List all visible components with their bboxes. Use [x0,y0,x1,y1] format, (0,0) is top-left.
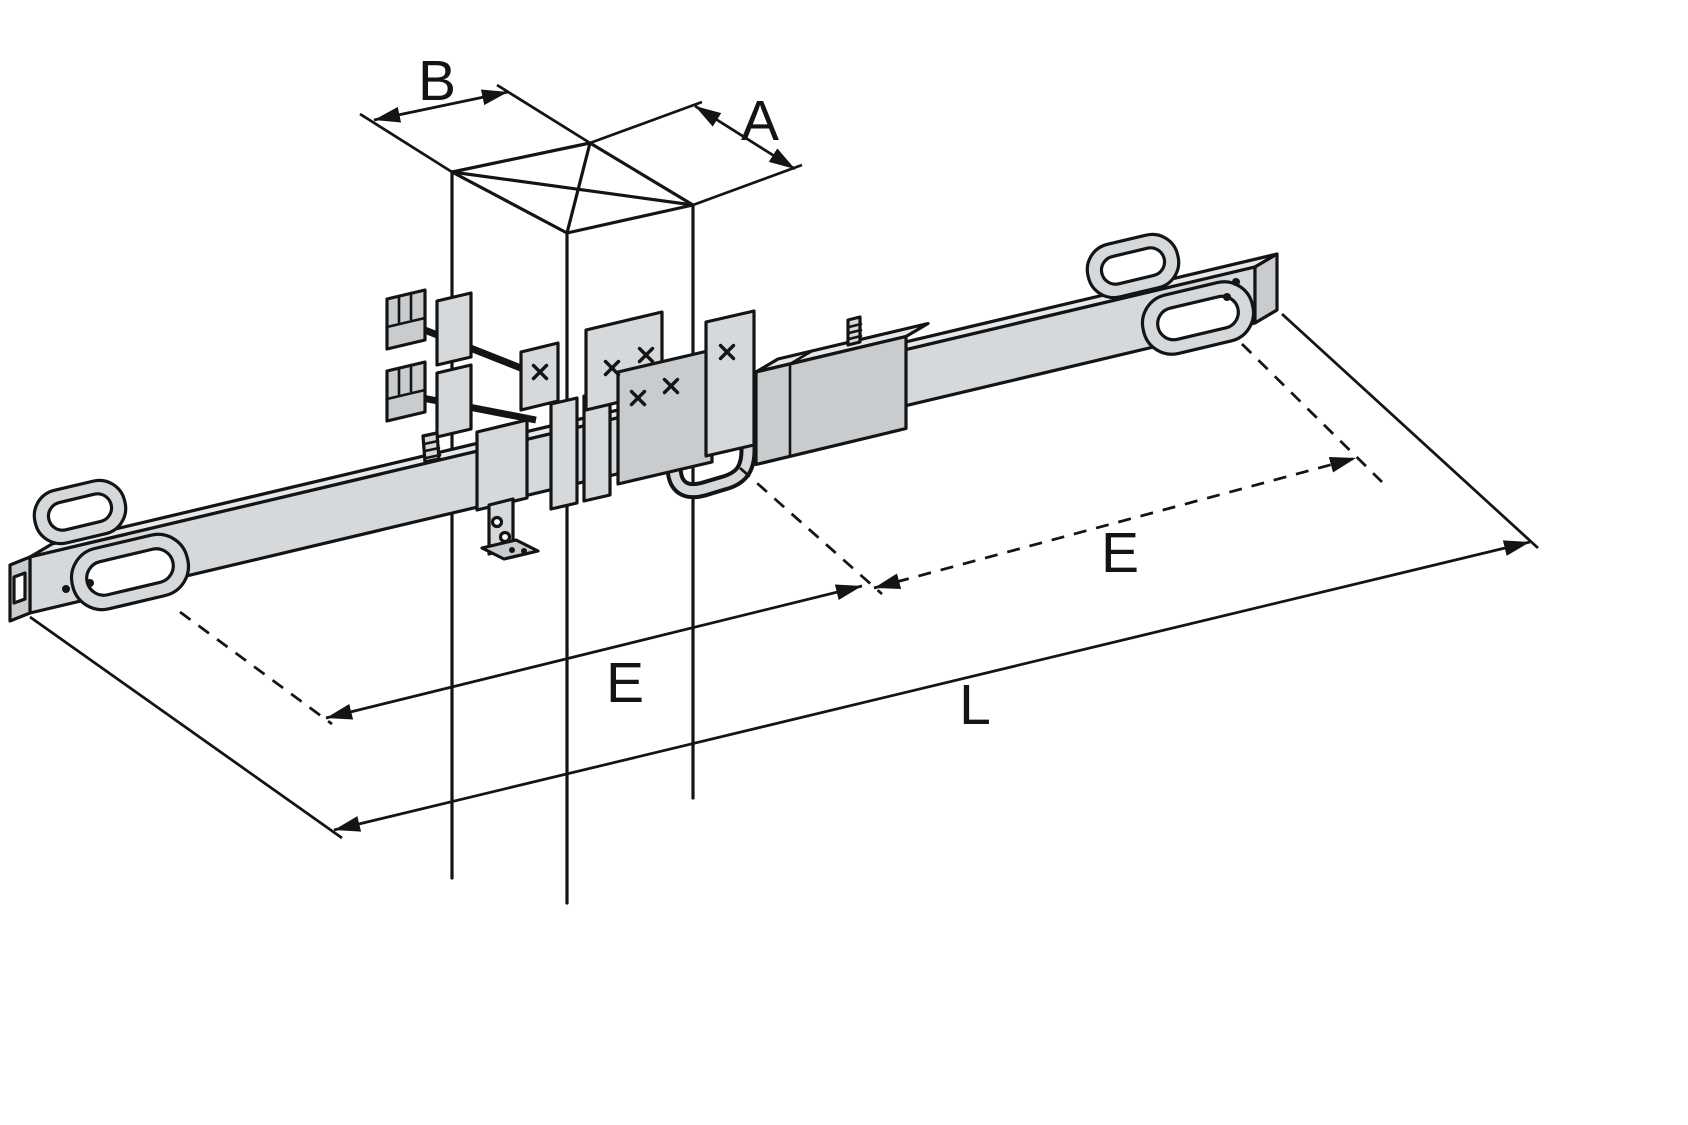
screw-cross [603,359,621,377]
extension-line-dashed [739,466,883,596]
clamp-jaw-right [704,309,756,458]
u-hook [665,405,757,500]
clamp-jaw-left-1 [549,396,579,511]
extension-line [589,100,703,145]
dimension-a: A [589,89,803,207]
sleeve-joint-line [788,349,814,366]
dimension-label-e-left: E [606,651,644,715]
extension-line [29,615,343,840]
dimension-line-dashed [873,456,1357,590]
sleeve-front-face [754,334,908,467]
dimension-label-b: B [418,49,456,113]
extension-line-dashed [1241,343,1383,483]
dimension-line [373,89,509,123]
clamp-clip-upper [385,288,427,351]
extension-line [692,163,803,207]
left-shackle-small [32,478,128,546]
extension-line [496,83,591,145]
shackle-inner [1099,246,1167,286]
carriage-bolt [421,431,442,464]
dimension-label-a: A [741,89,779,153]
clamp-block [616,348,714,486]
bolt-head-dot [1223,293,1231,301]
post-right-face [567,205,693,903]
post-cap-diagonal [450,170,695,207]
shackle-inner [46,492,114,532]
beam-left-end-hole [12,571,27,605]
bolt-head-dot [62,585,70,593]
extension-line-dashed [179,610,333,726]
beam-sleeve [754,315,930,467]
beam-collar [475,418,529,512]
threaded-stud [846,315,863,347]
strap-hole [498,530,512,544]
dimension-line [694,104,796,171]
bolt-head-dot [1232,278,1240,286]
left-shackle-large [69,532,191,612]
beam-right-end-face [1253,252,1279,325]
shackle-inner [1156,294,1240,342]
clamp-assembly [385,288,930,561]
extension-line [359,112,453,174]
dimension-label-e-right: E [1101,521,1139,585]
strap-hole [490,515,504,529]
post-cap-diagonal [565,141,592,235]
screw-cross [662,377,680,395]
clamp-backplate-lower [435,363,473,439]
extension-line [1281,312,1539,550]
screw-cross [637,346,655,364]
screw-cross [718,343,736,361]
dimension-line [333,540,1531,832]
bolt-head-dot [86,579,94,587]
dimension-b: B [359,49,591,174]
dimension-label-l: L [959,673,991,737]
screw-cross-group [531,343,736,407]
post-bracket-plate [519,341,560,412]
screw-cross [629,389,647,407]
screw-cross [531,363,549,381]
foot-hole [509,547,515,553]
clamp-clip-lower [385,360,427,423]
right-shackle-small [1085,232,1181,300]
dimension-l: L [29,312,1539,840]
clamp-backplate-upper [435,291,473,367]
foot-hole [521,548,527,554]
